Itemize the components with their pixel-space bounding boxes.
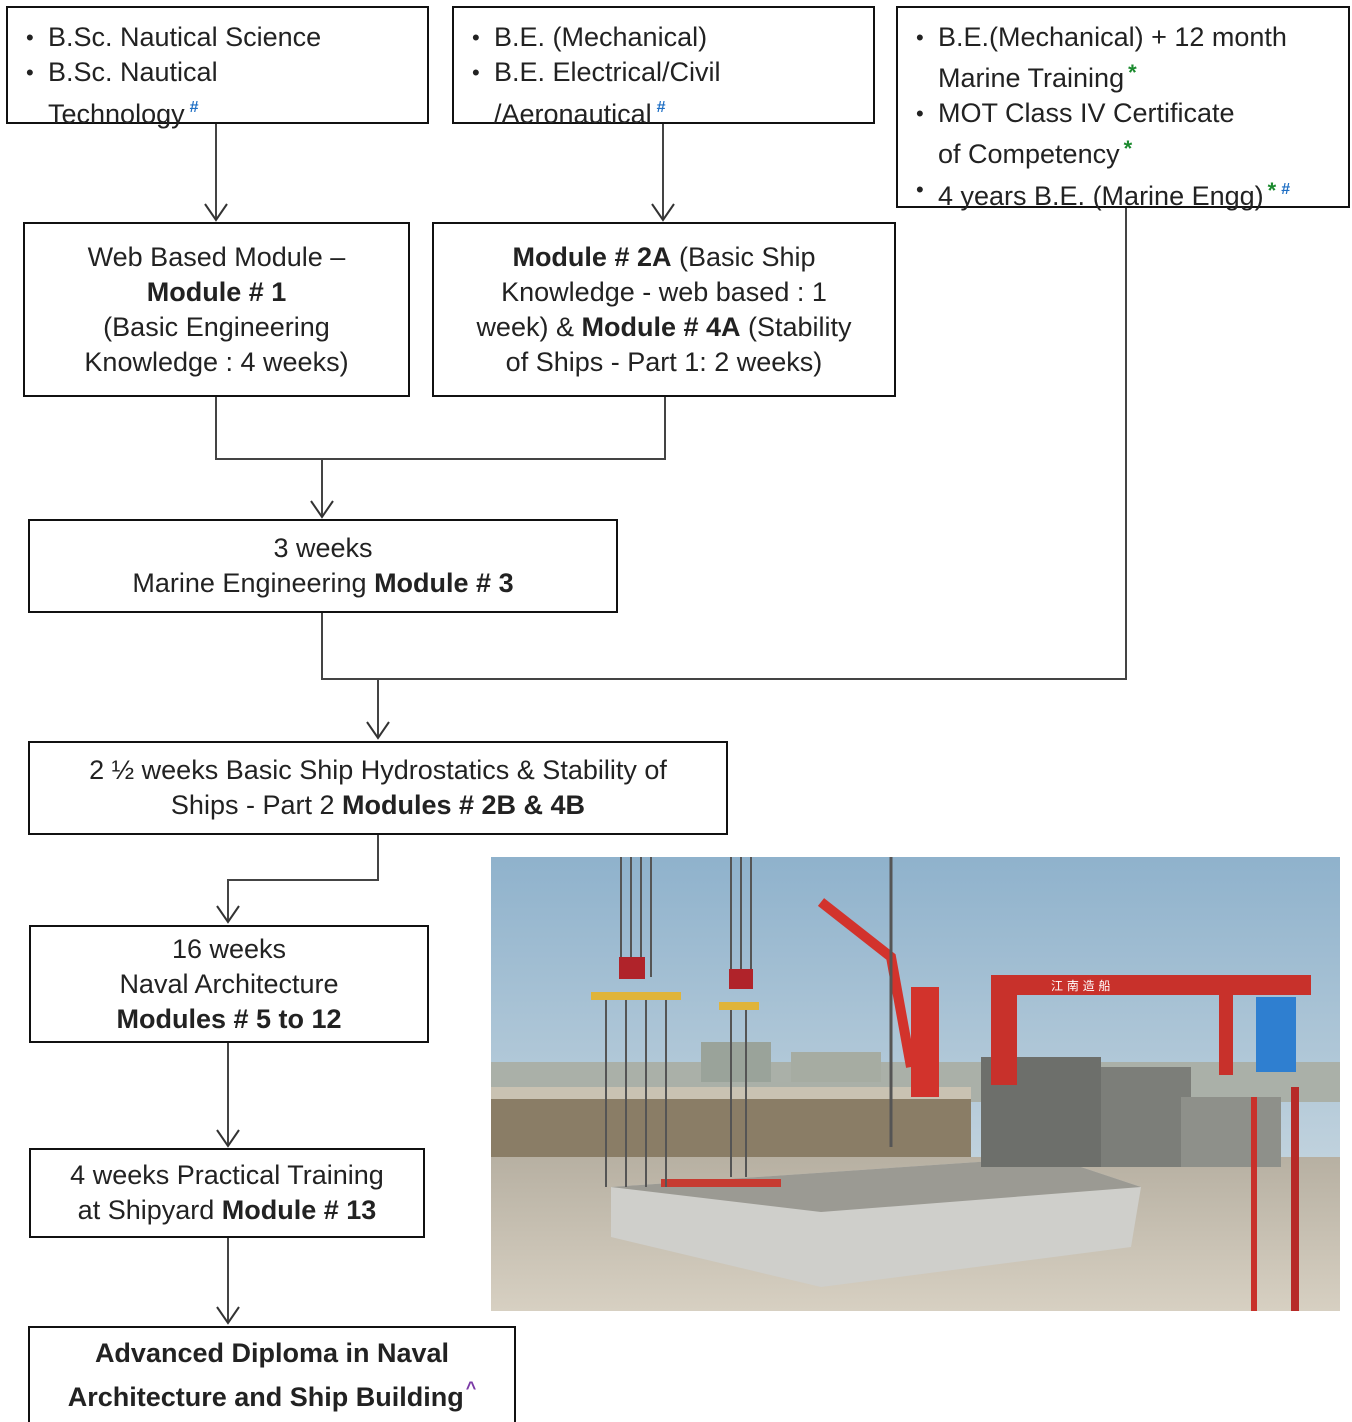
connector-merge-module3 xyxy=(215,396,666,460)
star-mark: * xyxy=(1267,178,1277,203)
entry-item-marine-engg: 4 years B.E. (Marine Engg)*# xyxy=(916,172,1348,214)
naval-architecture-box: 16 weeks Naval Architecture Modules # 5 … xyxy=(29,925,429,1043)
module-2b-line1: 2 ½ weeks Basic Ship Hydrostatics & Stab… xyxy=(89,755,667,785)
hash-mark: # xyxy=(1281,181,1291,198)
module-1-line1: Web Based Module – xyxy=(87,241,346,272)
entry-item-mot-certificate: MOT Class IV Certificate of Competency* xyxy=(916,96,1348,172)
module-2a-line1: Module # 2A (Basic Ship xyxy=(512,241,816,272)
connector-box3-merge xyxy=(321,207,1127,680)
star-mark: * xyxy=(1128,60,1137,85)
hash-mark: # xyxy=(189,99,199,116)
module-3-line1: 3 weeks xyxy=(273,533,373,563)
module-1-title: Module # 1 xyxy=(146,276,287,307)
practical-training-box: 4 weeks Practical Training at Shipyard M… xyxy=(29,1148,425,1238)
module-2a-line3: week) & Module # 4A (Stability xyxy=(476,311,852,342)
naval-line1: 16 weeks xyxy=(171,933,287,964)
entry-item-electrical-civil: B.E. Electrical/Civil /Aeronautical# xyxy=(472,55,873,132)
module-3-line2: Marine Engineering Module # 3 xyxy=(132,568,514,598)
module-2a-4a-box: Module # 2A (Basic Ship Knowledge - web … xyxy=(432,222,896,397)
diploma-line1: Advanced Diploma in Naval xyxy=(94,1337,450,1368)
diploma-line2: Architecture and Ship Building^ xyxy=(67,1377,477,1412)
entry-item-marine-training: B.E.(Mechanical) + 12 month Marine Train… xyxy=(916,20,1348,96)
module-2b-4b-box: 2 ½ weeks Basic Ship Hydrostatics & Stab… xyxy=(28,741,728,835)
entry-box-nautical: B.Sc. Nautical Science B.Sc. Nautical Te… xyxy=(6,6,429,129)
naval-line3: Modules # 5 to 12 xyxy=(116,1003,342,1034)
caret-mark: ^ xyxy=(465,1377,477,1398)
entry-box-marine: B.E.(Mechanical) + 12 month Marine Train… xyxy=(896,6,1350,211)
practical-line2: at Shipyard Module # 13 xyxy=(77,1195,377,1225)
module-1-line3: (Basic Engineering xyxy=(103,311,330,342)
gantry-sign: 江 南 造 船 xyxy=(1051,978,1110,993)
entry-item-nautical-science: B.Sc. Nautical Science xyxy=(26,20,427,55)
connector-to-naval xyxy=(216,834,379,924)
module-2a-line2: Knowledge - web based : 1 xyxy=(501,276,827,307)
star-mark: * xyxy=(1123,136,1133,161)
naval-line2: Naval Architecture xyxy=(119,968,339,999)
module-1-line4: Knowledge : 4 weeks) xyxy=(84,346,349,377)
entry-box-engineering: B.E. (Mechanical) B.E. Electrical/Civil … xyxy=(452,6,875,129)
module-2b-line2: Ships - Part 2 Modules # 2B & 4B xyxy=(170,790,586,820)
practical-line1: 4 weeks Practical Training xyxy=(70,1160,384,1190)
hash-mark: # xyxy=(656,99,666,116)
shipyard-photo: 江 南 造 船 xyxy=(491,857,1340,1311)
diploma-box: Advanced Diploma in Naval Architecture a… xyxy=(28,1326,516,1422)
module-2a-line4: of Ships - Part 1: 2 weeks) xyxy=(505,346,823,377)
module-1-box: Web Based Module – Module # 1 (Basic Eng… xyxy=(23,222,410,397)
module-3-box: 3 weeks Marine Engineering Module # 3 xyxy=(28,519,618,613)
entry-item-nautical-technology: B.Sc. Nautical Technology# xyxy=(26,55,427,132)
entry-item-mechanical: B.E. (Mechanical) xyxy=(472,20,873,55)
